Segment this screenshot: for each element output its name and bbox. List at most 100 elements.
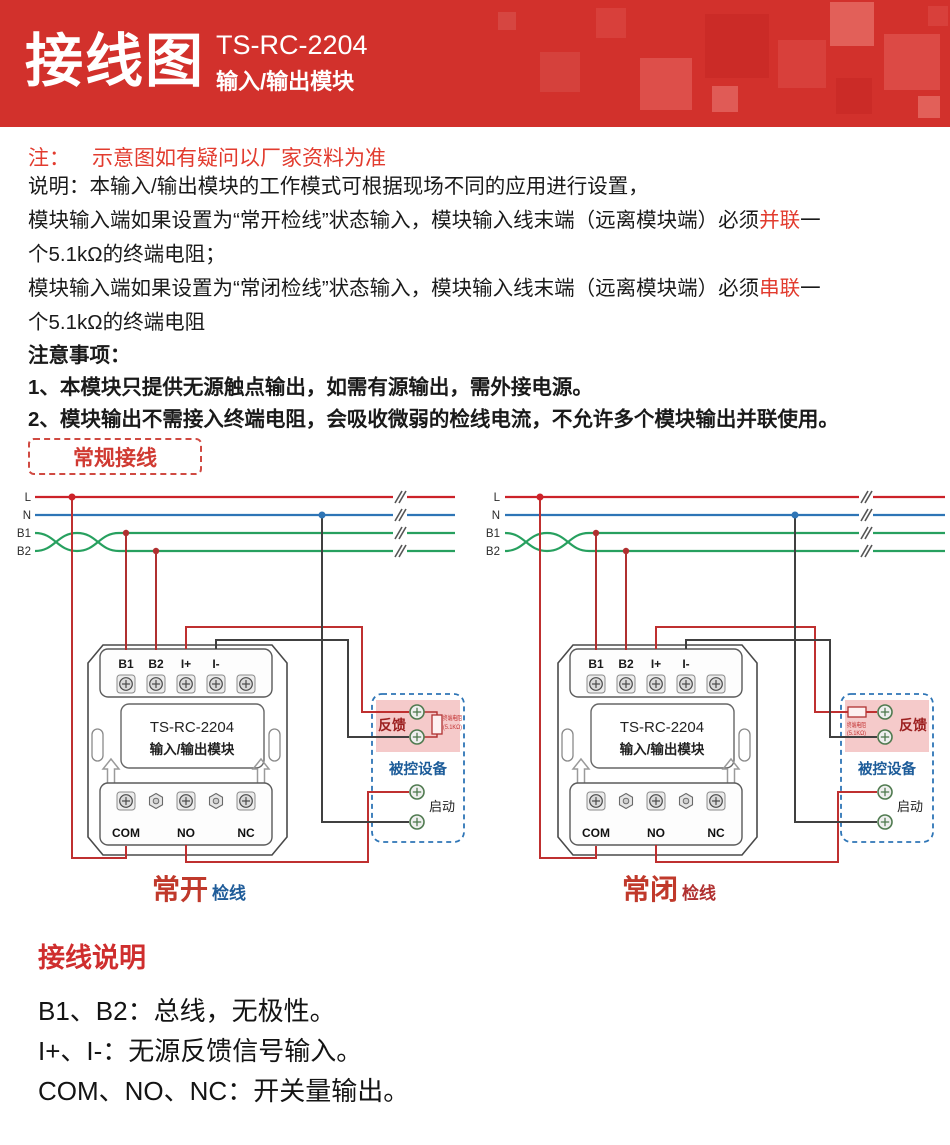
controlled-device-left: 反馈 终端电阻 (5.1KΩ) 被控设备 启动 xyxy=(371,693,465,843)
decor-square xyxy=(918,96,940,118)
io-module-left xyxy=(88,645,287,855)
resistor-label-2: (5.1KΩ) xyxy=(847,730,866,737)
bus-label-b1: B1 xyxy=(486,528,500,540)
device-screw xyxy=(877,729,893,745)
legend-item-output: COM、NO、NC：开关量输出。 xyxy=(38,1076,410,1106)
open-line-cont: 个5.1kΩ的终端电阻； xyxy=(28,243,226,266)
close-line-post: 一 xyxy=(800,277,821,300)
device-screw xyxy=(409,784,425,800)
close-line-keyword: 串联 xyxy=(759,277,801,300)
device-screw xyxy=(877,704,893,720)
bus-label-l: L xyxy=(25,492,32,504)
decor-square xyxy=(928,6,948,26)
terminal-resistor xyxy=(431,714,443,735)
header-banner: 接线图 TS-RC-2204 输入/输出模块 xyxy=(0,0,950,127)
wire-iminus-feedback xyxy=(215,639,409,738)
bus-wire-b1 xyxy=(34,531,455,553)
close-line: 模块输入端如果设置为“常闭检线”状态输入，模块输入线末端（远离模块端）必须串联一 xyxy=(28,272,933,306)
bus-label-b2: B2 xyxy=(17,546,31,558)
caption-check-line-right: 检线 xyxy=(682,883,716,903)
wire-no-start xyxy=(655,791,877,863)
bus-wire-b2 xyxy=(504,531,945,553)
decor-square xyxy=(712,86,738,112)
legend-block: 接线说明 B1、B2：总线，无极性。 I+、I-：无源反馈信号输入。 COM、N… xyxy=(38,936,409,1111)
decor-square xyxy=(778,40,826,88)
device-label: 被控设备 xyxy=(858,760,916,778)
description-block: 说明：本输入/输出模块的工作模式可根据现场不同的应用进行设置， 模块输入端如果设… xyxy=(28,170,933,436)
break-mark xyxy=(392,490,408,504)
junction-dot xyxy=(318,511,326,519)
junction-dot xyxy=(622,547,630,555)
wires-right xyxy=(536,493,877,863)
device-screw xyxy=(409,814,425,830)
legend-item-feedback: I+、I-：无源反馈信号输入。 xyxy=(38,1036,363,1066)
resistor-label-1: 终端电阻 xyxy=(847,720,866,729)
decor-square xyxy=(830,2,874,46)
io-module-right xyxy=(558,645,757,855)
note-label: 注： xyxy=(28,147,70,170)
desc-line: 说明：本输入/输出模块的工作模式可根据现场不同的应用进行设置， xyxy=(28,175,649,198)
bus-wire-b2 xyxy=(34,531,455,553)
break-mark xyxy=(392,544,408,558)
junction-dot xyxy=(791,511,799,519)
junction-dot xyxy=(536,493,544,501)
start-label: 启动 xyxy=(897,799,923,814)
warning-title: 注意事项： xyxy=(28,344,131,367)
wiring-diagram: B1 B2 I+ I- TS-RC-2204 输入/输出模块 xyxy=(17,490,945,905)
resistor-label-1: 终端电阻 xyxy=(443,713,462,722)
bus-label-b2: B2 xyxy=(486,546,500,558)
junction-dot xyxy=(122,529,130,537)
device-screw xyxy=(877,784,893,800)
wire-n-start xyxy=(321,515,409,823)
bus-lines-left: L N B1 B2 xyxy=(17,490,455,558)
caption-normally-open: 常开 xyxy=(152,874,208,905)
feedback-label: 反馈 xyxy=(899,717,927,733)
open-line: 模块输入端如果设置为“常开检线”状态输入，模块输入线末端（远离模块端）必须并联一 xyxy=(28,204,933,238)
junction-dot xyxy=(152,547,160,555)
wire-iplus-feedback xyxy=(185,626,409,713)
junction-dot xyxy=(592,529,600,537)
decor-square xyxy=(640,58,692,110)
page-title: 接线图 xyxy=(25,29,206,94)
open-line-keyword: 并联 xyxy=(759,209,801,232)
terminal-resistor xyxy=(847,706,867,718)
close-line-cont: 个5.1kΩ的终端电阻 xyxy=(28,311,206,334)
break-mark xyxy=(392,526,408,540)
wire-iplus-feedback xyxy=(655,626,848,713)
caption-normally-closed: 常闭 xyxy=(622,874,678,905)
resistor-label-2: (5.1KΩ) xyxy=(443,724,462,731)
device-screw xyxy=(409,704,425,720)
caption-check-line-left: 检线 xyxy=(212,883,246,903)
bus-label-n: N xyxy=(492,510,500,522)
device-screw xyxy=(877,814,893,830)
note-text: 示意图如有疑问以厂家资料为准 xyxy=(92,147,386,170)
wire-no-start xyxy=(185,791,409,863)
bus-label-l: L xyxy=(494,492,501,504)
decor-square xyxy=(498,12,516,30)
decor-square xyxy=(540,52,580,92)
note-line: 注： 示意图如有疑问以厂家资料为准 xyxy=(28,142,386,172)
controlled-device-right: 终端电阻 (5.1KΩ) 反馈 被控设备 启动 xyxy=(840,693,934,843)
bus-wire-b1 xyxy=(504,531,945,553)
bus-label-n: N xyxy=(23,510,31,522)
warning-item-1: 1、本模块只提供无源触点输出，如需有源输出，需外接电源。 xyxy=(28,376,593,399)
break-mark xyxy=(392,508,408,522)
model-number: TS-RC-2204 xyxy=(216,30,368,60)
open-line-post: 一 xyxy=(800,209,821,232)
decor-square xyxy=(836,78,872,114)
legend-title: 接线说明 xyxy=(38,943,146,973)
wire-n-start xyxy=(794,515,877,823)
legend-item-bus: B1、B2：总线，无极性。 xyxy=(38,996,336,1026)
feedback-label: 反馈 xyxy=(378,717,406,733)
break-mark xyxy=(858,508,874,522)
warning-item-2: 2、模块输出不需接入终端电阻，会吸收微弱的检线电流，不允许多个模块输出并联使用。 xyxy=(28,408,839,431)
bus-lines-right: L N B1 B2 xyxy=(486,490,945,558)
start-label: 启动 xyxy=(429,799,455,814)
wire-l-to-com xyxy=(71,497,127,859)
open-line-pre: 模块输入端如果设置为“常开检线”状态输入，模块输入线末端（远离模块端）必须 xyxy=(28,209,760,232)
wires-left xyxy=(68,493,409,863)
wire-l-to-com xyxy=(539,497,597,859)
decor-square xyxy=(596,8,626,38)
decor-square xyxy=(884,34,940,90)
